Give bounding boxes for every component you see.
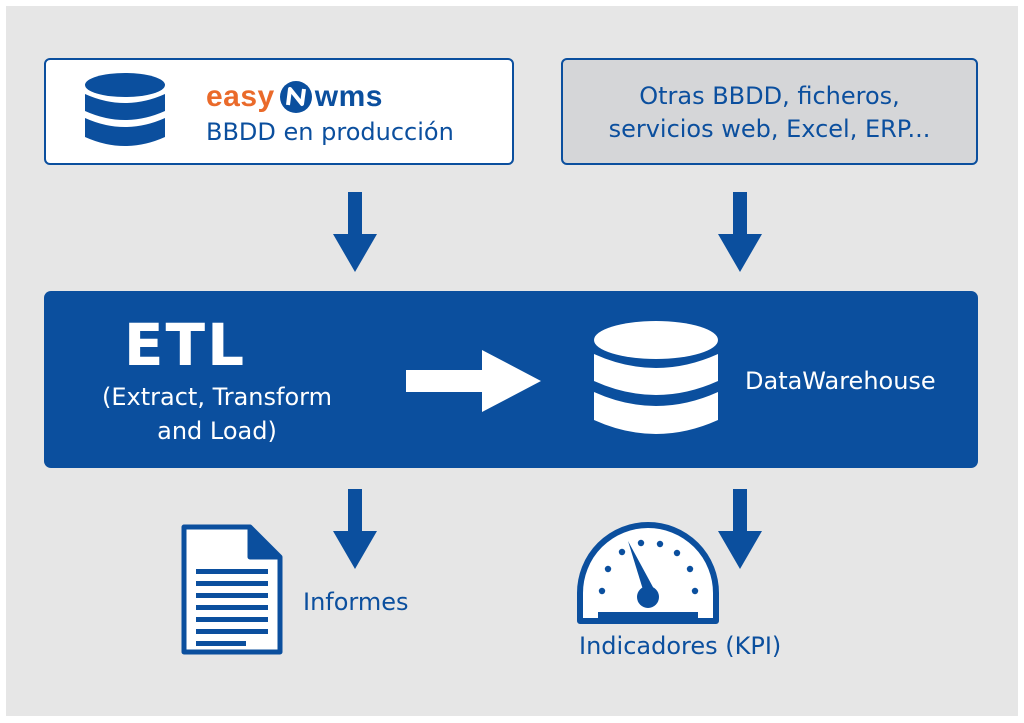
other-sources-line1: Otras BBDD, ficheros,	[639, 82, 900, 110]
datawarehouse-database-icon	[594, 321, 718, 434]
brand-prefix: easy	[206, 80, 275, 113]
arrow-down-icon	[333, 489, 377, 569]
easywms-source-box: easy wms BBDD en producción	[44, 58, 514, 165]
database-icon	[84, 72, 166, 152]
arrow-down-icon	[718, 489, 762, 569]
etl-subtitle-line1: (Extract, Transform	[102, 383, 332, 411]
etl-subtitle-line2: and Load)	[157, 417, 277, 445]
arrow-down-icon	[718, 192, 762, 272]
other-sources-box: Otras BBDD, ficheros, servicios web, Exc…	[561, 58, 978, 165]
brand-mark-icon	[279, 81, 312, 113]
document-icon	[181, 524, 283, 655]
brand-suffix: wms	[314, 80, 383, 113]
arrow-down-icon	[333, 192, 377, 272]
reports-label: Informes	[303, 588, 409, 616]
datawarehouse-label: DataWarehouse	[745, 367, 936, 395]
gauge-icon	[577, 522, 719, 624]
easywms-subtitle: BBDD en producción	[206, 118, 454, 146]
easywms-logo: easy wms	[206, 80, 383, 114]
etl-subtitle: (Extract, Transform and Load)	[62, 380, 372, 448]
arrow-right-icon	[406, 350, 541, 412]
other-sources-text: Otras BBDD, ficheros, servicios web, Exc…	[563, 80, 976, 146]
other-sources-line2: servicios web, Excel, ERP...	[608, 115, 931, 143]
kpi-label: Indicadores (KPI)	[579, 632, 782, 660]
etl-title: ETL	[123, 311, 247, 379]
